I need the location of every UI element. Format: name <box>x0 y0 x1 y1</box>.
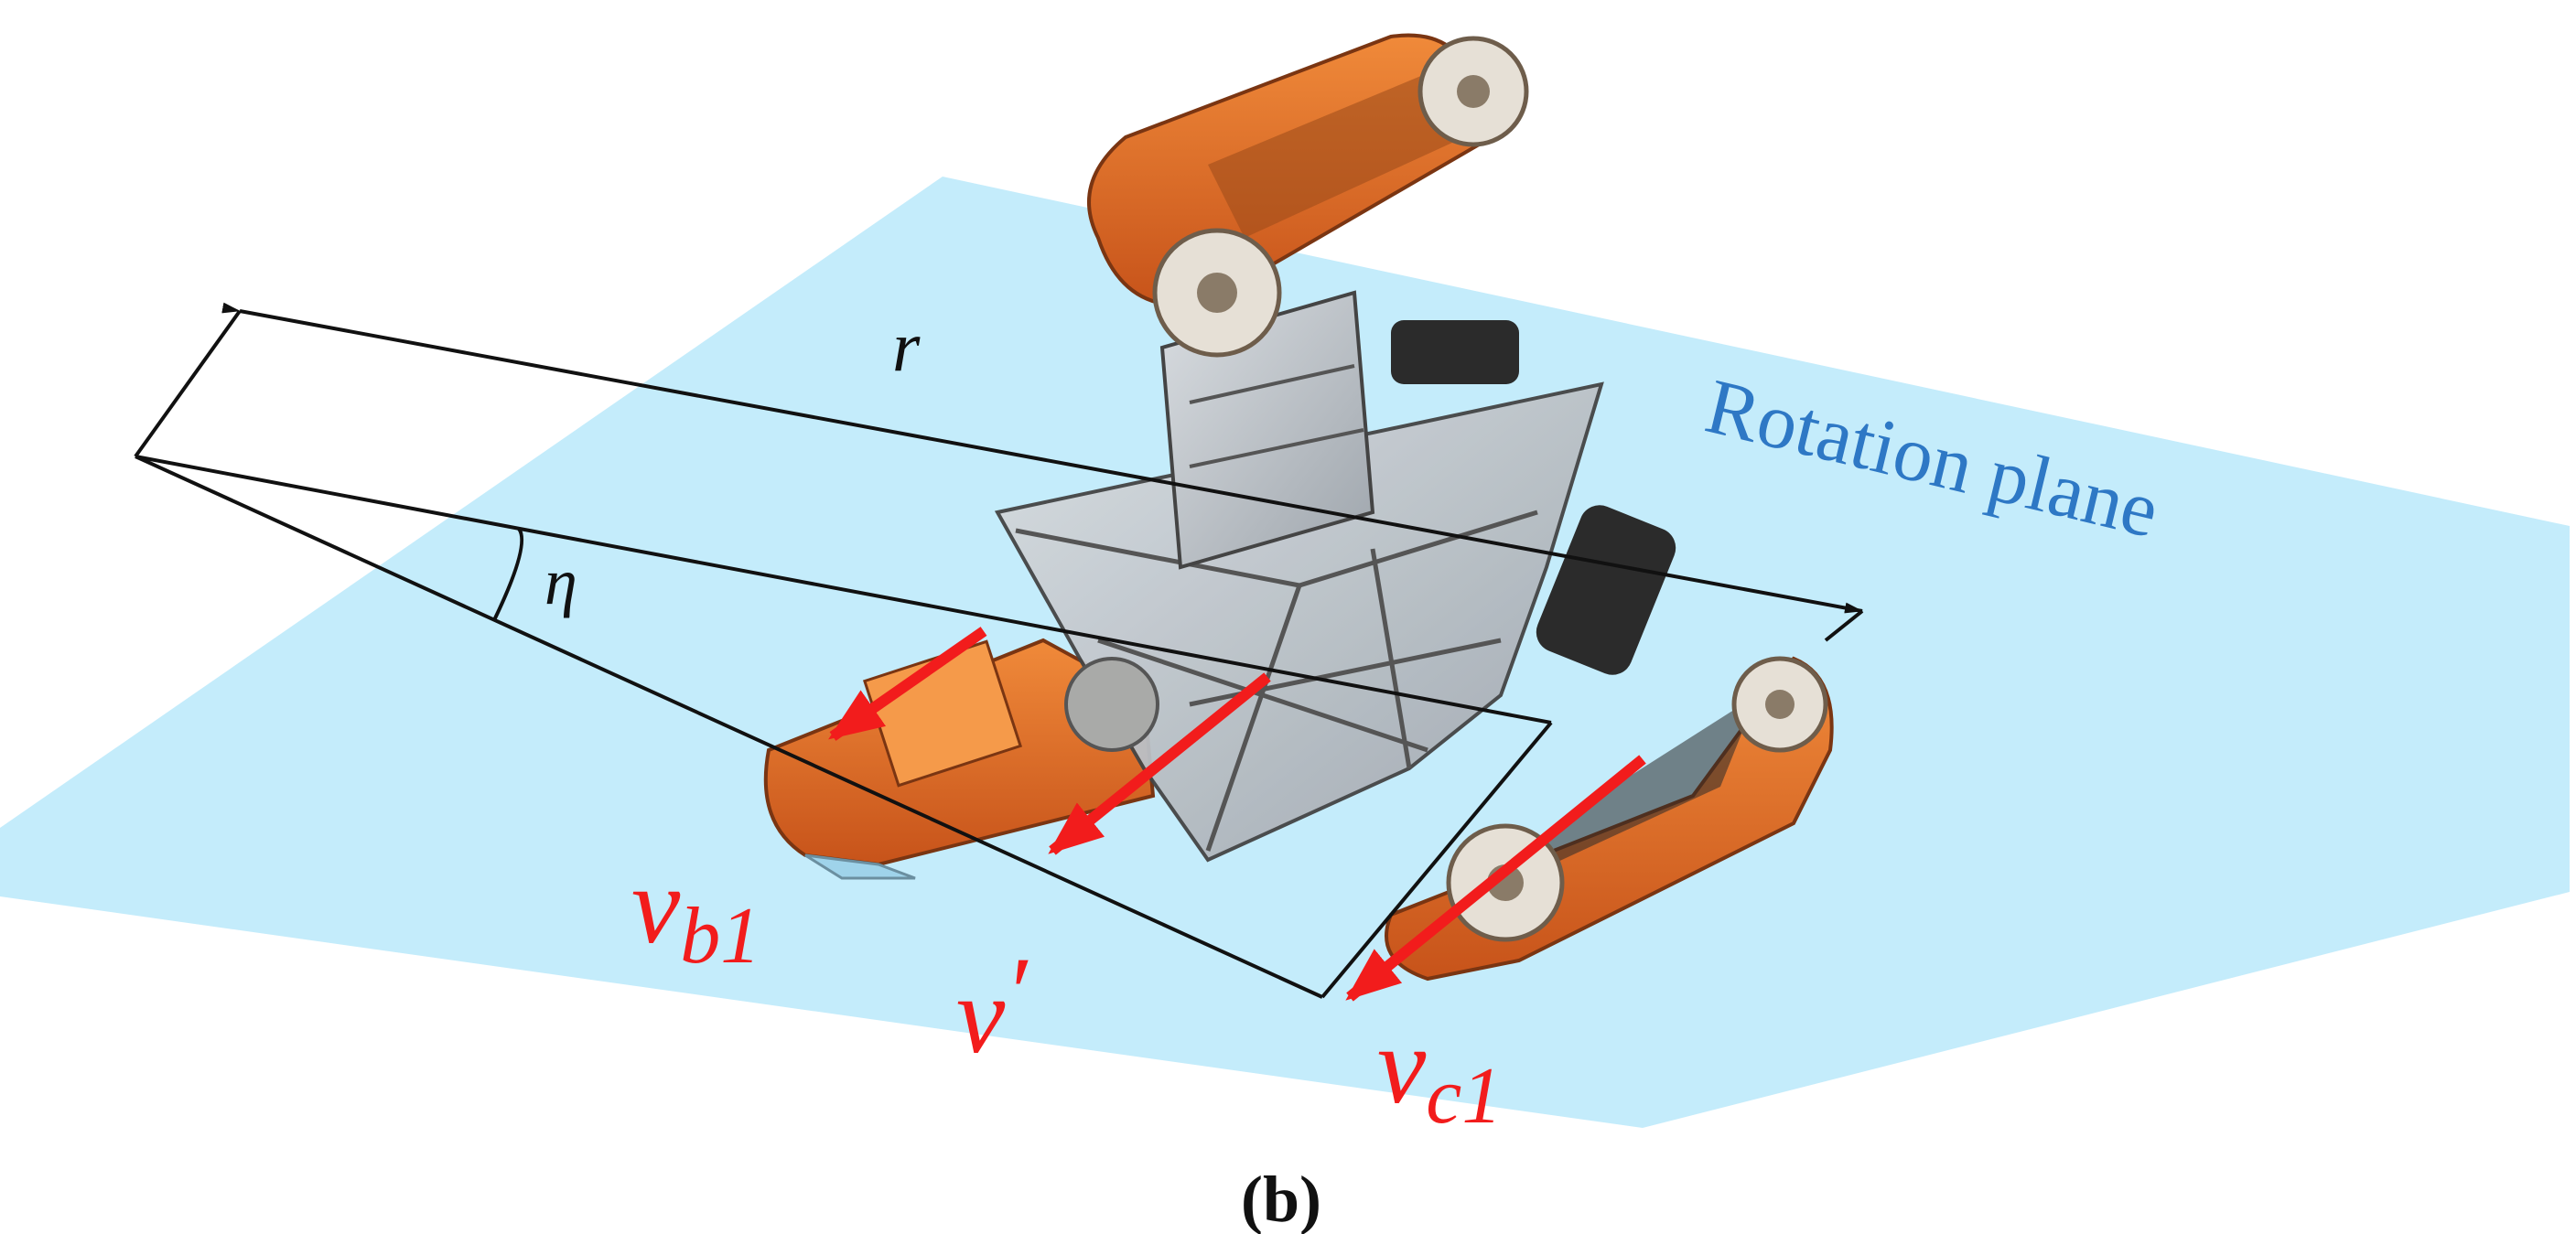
arrow-v-c1 <box>1345 755 1646 1002</box>
v-b1-label: vb1 <box>631 844 760 981</box>
angle-arc <box>492 527 524 621</box>
arrow-v-b1 <box>828 627 987 741</box>
v-prime-main: v <box>956 954 1006 1076</box>
radius-label: r <box>892 306 921 386</box>
motor-drum <box>1064 657 1159 752</box>
v-prime-label: v′ <box>956 937 1029 1076</box>
motor-top <box>1391 320 1519 384</box>
panel-label: (b) <box>1241 1163 1321 1234</box>
radius-arrow <box>221 302 1863 614</box>
construction-lines <box>134 302 1864 999</box>
v-b1-main: v <box>631 844 681 966</box>
velocity-arrows <box>828 627 1646 1002</box>
v-prime-mark: ′ <box>1005 937 1029 1048</box>
lower-ray <box>135 455 1323 999</box>
arrow-v-prime <box>1048 672 1271 855</box>
upper-ray <box>135 455 1552 724</box>
v-c1-main: v <box>1377 1004 1427 1126</box>
left-short-line <box>134 309 242 458</box>
v-b1-sub: b1 <box>680 892 760 981</box>
angle-label: η <box>544 545 577 618</box>
radius-end-tick <box>1824 609 1864 642</box>
v-c1-label: vc1 <box>1377 1004 1502 1141</box>
v-c1-sub: c1 <box>1426 1052 1502 1141</box>
